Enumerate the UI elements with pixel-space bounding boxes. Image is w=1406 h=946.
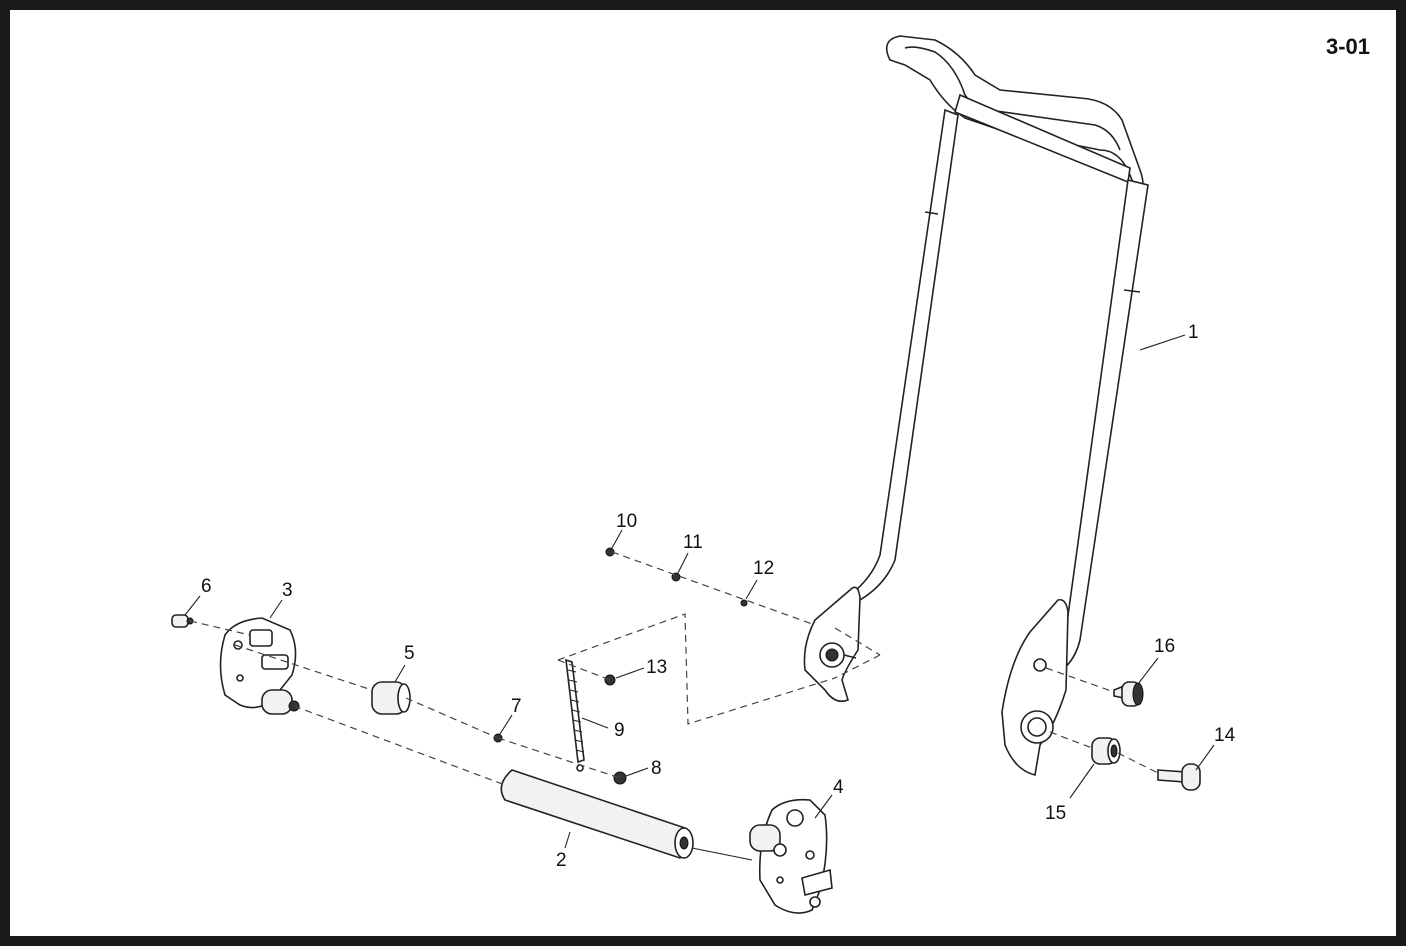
callout-1: 1 [1188, 322, 1199, 343]
part-14-pin [1157, 763, 1201, 791]
part-13-bolt [604, 674, 616, 686]
callout-7: 7 [511, 696, 522, 717]
callout-4: 4 [833, 777, 844, 798]
callout-10: 10 [616, 511, 637, 532]
part-12-washer [740, 599, 748, 607]
part-1-handle-frame [803, 35, 1149, 776]
callout-9: 9 [614, 720, 625, 741]
part-10-screw [605, 547, 615, 557]
callout-5: 5 [404, 643, 415, 664]
callout-11: 11 [683, 532, 703, 553]
callout-12: 12 [753, 558, 774, 579]
assembly-lines [189, 551, 1159, 861]
part-2-roller-tube [500, 769, 694, 859]
callout-3: 3 [282, 580, 293, 601]
part-6-screw [171, 614, 194, 628]
callout-labels: 1 2 3 4 5 6 7 8 9 10 11 12 13 14 15 16 [201, 322, 1236, 871]
callout-13: 13 [646, 657, 667, 678]
part-15-bushing [1091, 737, 1121, 765]
callout-2: 2 [556, 850, 567, 871]
leader-lines [184, 334, 1215, 849]
part-5-spacer [371, 681, 411, 715]
part-9-spring [565, 658, 585, 772]
callout-6: 6 [201, 576, 212, 597]
callout-14: 14 [1214, 725, 1236, 746]
page-number: 3-01 [1325, 34, 1370, 59]
part-4-right-plate [749, 798, 833, 914]
callout-8: 8 [651, 758, 662, 779]
callout-15: 15 [1045, 803, 1066, 824]
part-3-left-plate [219, 617, 300, 715]
part-8-nut [613, 771, 627, 785]
part-16-knob [1113, 681, 1144, 707]
callout-16: 16 [1154, 636, 1175, 657]
